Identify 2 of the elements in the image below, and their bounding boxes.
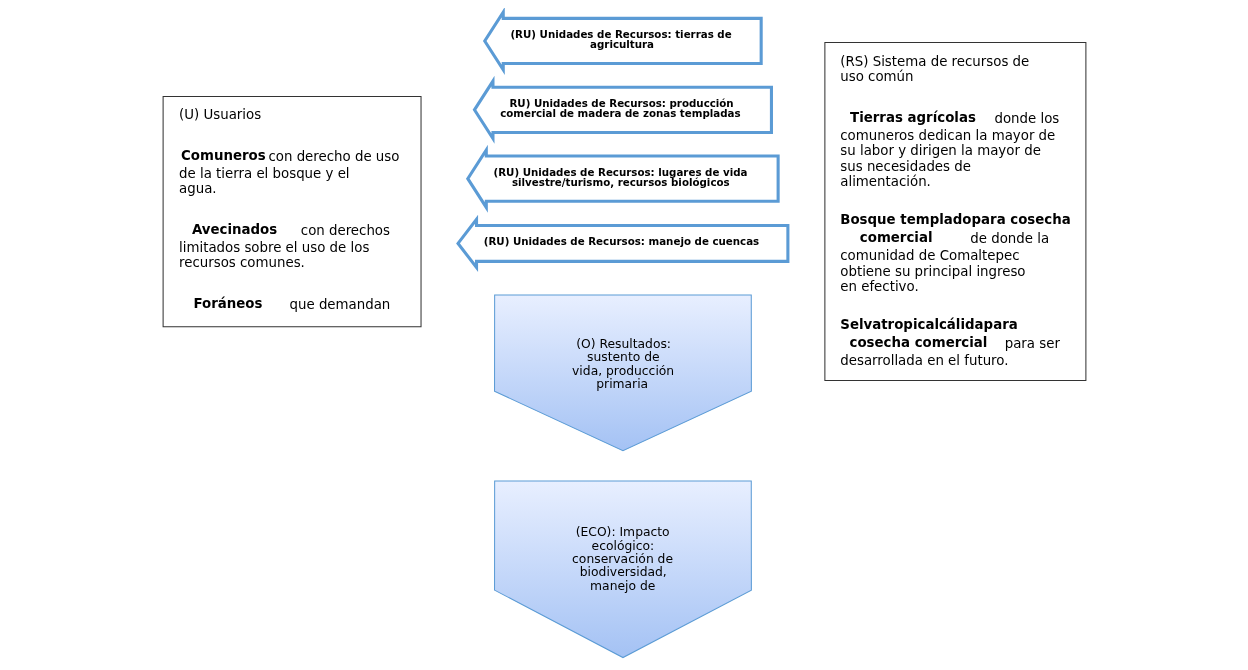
node-box: (RS) Sistema de recursos de uso común Tierras agrícolas donde los comuneros dedican la mayor de su labor y dirigen la mayor de sus necesidades de alimentación. Bosque templadopara cosecha comercial de donde la comunidad de Comaltepec obtiene su principal ingreso en efectivo. Selvatropicalcálidapara cosecha comercial para ser desarrollada en el futuro. (823, 42, 1086, 382)
node-box: (U) Usuarios Comuneros con derecho de uso de la tierra el bosque y el agua. Avecinados con derechos limitados sobre el uso de los recursos comunes. Foráneos que demandan (162, 95, 422, 328)
